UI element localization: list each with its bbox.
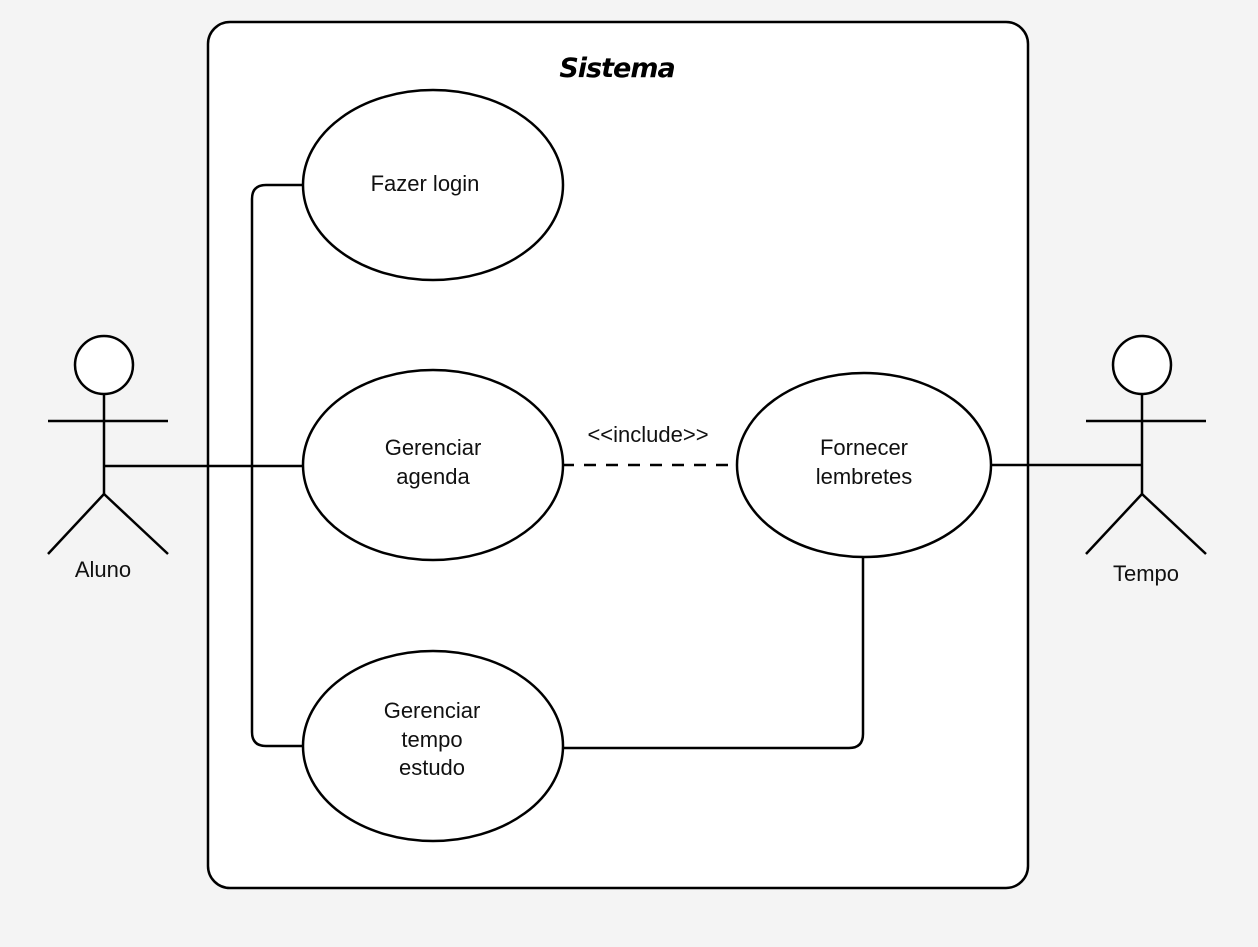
- actor-right-leg: [103, 493, 169, 555]
- use-case-label-line: tempo: [401, 727, 462, 752]
- association-estudo-lembretes: [562, 556, 865, 750]
- actor-left-leg: [1085, 493, 1143, 555]
- actor-left-leg: [47, 493, 105, 555]
- use-case-label-line: Fazer login: [371, 171, 480, 196]
- use-case-ellipse: [735, 371, 993, 559]
- use-case-ellipse: [301, 88, 565, 282]
- use-case-label-line: Gerenciar: [385, 435, 482, 460]
- use-case-ellipse: [301, 649, 565, 843]
- use-case-label-line: lembretes: [816, 464, 913, 489]
- actor-label: Tempo: [1113, 561, 1179, 586]
- use-case-gerenciar-tempo-estudo: Gerenciar tempo estudo: [301, 649, 565, 843]
- use-case-fornecer-lembretes: Fornecer lembretes: [735, 371, 993, 559]
- association-aluno-login-estudo: [250, 183, 304, 748]
- actor-tempo: Tempo: [1085, 334, 1207, 586]
- actor-head: [1111, 334, 1173, 396]
- use-case-label-line: Fornecer: [820, 435, 908, 460]
- use-case-gerenciar-agenda: Gerenciar agenda: [301, 368, 565, 562]
- use-case-ellipse: [301, 368, 565, 562]
- actor-right-leg: [1141, 493, 1207, 555]
- actor-aluno: Aluno: [47, 334, 169, 582]
- include-label: <<include>>: [587, 422, 708, 447]
- actor-head: [73, 334, 135, 396]
- system-title: Sistema: [559, 53, 674, 84]
- use-case-label-line: estudo: [399, 755, 465, 780]
- actor-label: Aluno: [75, 557, 131, 582]
- use-case-label-line: Gerenciar: [384, 698, 481, 723]
- use-case-fazer-login: Fazer login: [301, 88, 565, 282]
- use-case-label-line: agenda: [396, 464, 470, 489]
